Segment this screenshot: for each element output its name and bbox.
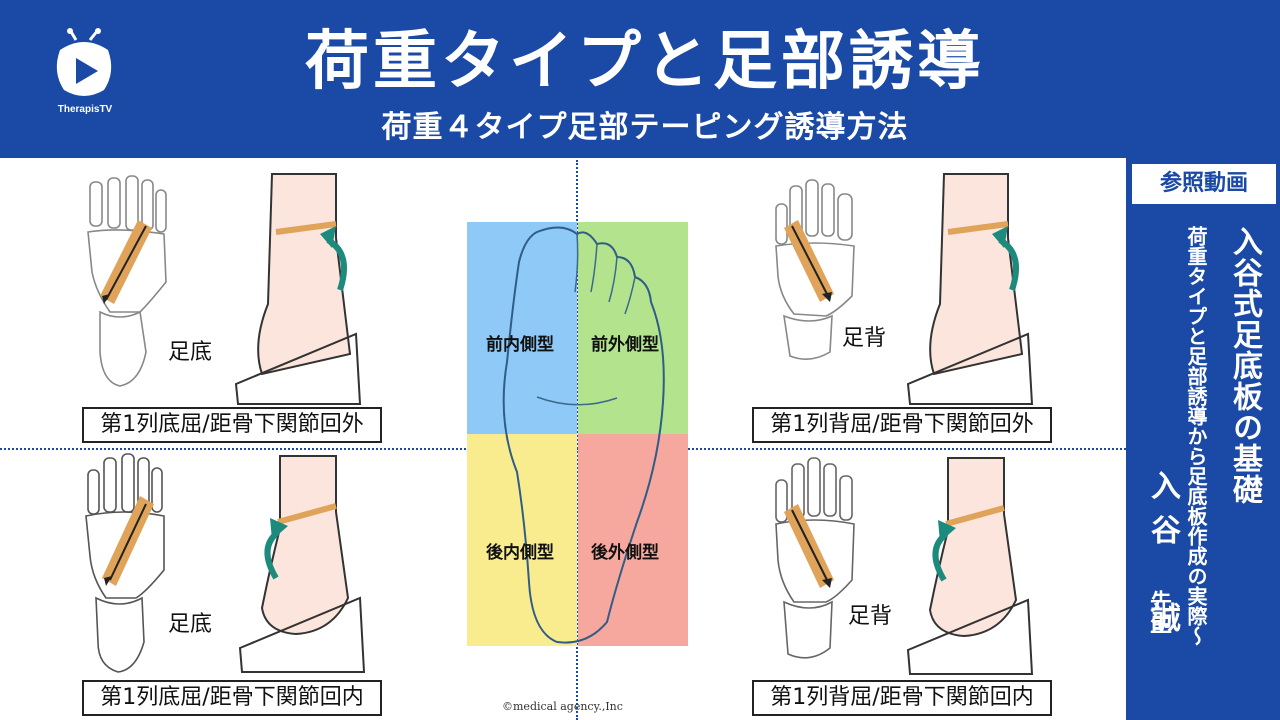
foot-lateral-taping-icon-3 — [236, 448, 366, 672]
label-posterior-lateral: 後外側型 — [591, 538, 659, 563]
foot-lateral-taping-icon-4 — [904, 450, 1034, 674]
page-subtitle: 荷重４タイプ足部テーピング誘導方法 — [150, 108, 1140, 148]
header-banner: TherapisTV 荷重タイプと足部誘導 荷重４タイプ足部テーピング誘導方法 — [0, 0, 1280, 158]
view-label-plantar-2: 足底 — [168, 606, 212, 638]
tv-icon — [40, 28, 130, 106]
logo-text: TherapisTV — [40, 104, 130, 115]
view-label-plantar: 足底 — [168, 334, 212, 366]
page-title: 荷重タイプと足部誘導 — [150, 22, 1140, 102]
view-label-dorsal-2: 足背 — [848, 598, 892, 630]
foot-lateral-taping-icon — [232, 164, 362, 404]
caption-top-right: 第1列背屈/距骨下関節回外 — [752, 407, 1052, 443]
foot-skeleton-dorsal-icon-2 — [770, 456, 860, 668]
foot-lateral-taping-icon-2 — [904, 164, 1034, 404]
foot-skeleton-plantar-icon — [80, 172, 170, 392]
therapistv-logo[interactable]: TherapisTV — [40, 28, 130, 123]
label-anterior-lateral: 前外側型 — [591, 330, 659, 355]
view-label-dorsal: 足背 — [842, 320, 886, 352]
reference-video-subtitle: 荷重タイプと足部誘導から足底板作成の実際〜 — [1182, 226, 1211, 646]
caption-bottom-right: 第1列背屈/距骨下関節回内 — [752, 680, 1052, 716]
copyright-notice: ©medical agency.,Inc — [502, 700, 623, 713]
lecturer-honorific: 先生 — [1142, 590, 1174, 634]
label-anterior-medial: 前内側型 — [486, 330, 554, 355]
reference-video-title[interactable]: 入谷式足底板の基礎 — [1222, 226, 1266, 505]
reference-video-badge[interactable]: 参照動画 — [1132, 164, 1276, 204]
label-posterior-medial: 後内側型 — [486, 538, 554, 563]
footprint-outline-icon — [467, 222, 688, 646]
caption-top-left: 第1列底屈/距骨下関節回外 — [82, 407, 382, 443]
caption-bottom-left: 第1列底屈/距骨下関節回内 — [82, 680, 382, 716]
foot-skeleton-plantar-icon-2 — [80, 452, 170, 674]
